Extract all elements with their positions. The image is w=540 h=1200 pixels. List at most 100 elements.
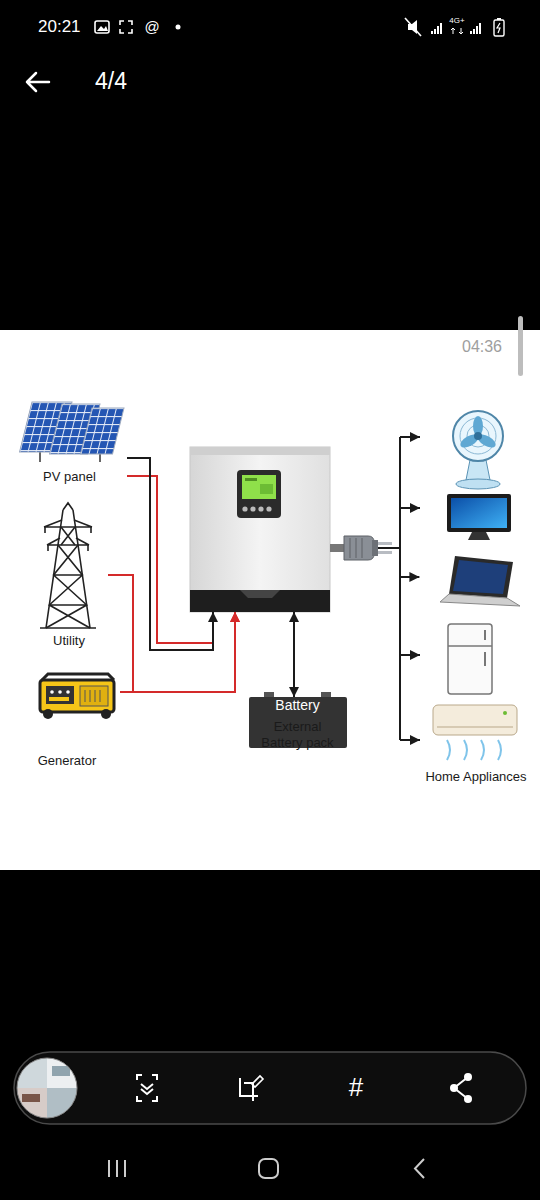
generator-art (46, 686, 74, 704)
inverter-art (260, 484, 273, 494)
bottom-toolbar (17, 1058, 77, 1118)
laptop-icon (440, 594, 520, 606)
appliance-bus (399, 437, 401, 740)
tv-icon (447, 494, 511, 540)
power-tower (44, 520, 92, 545)
fridge-icon (448, 624, 492, 694)
generator-art (58, 690, 62, 694)
battery-box: BatteryExternal Battery pack (249, 697, 347, 748)
status-bar-icons (95, 18, 504, 36)
power-tower (40, 503, 96, 628)
appliance-bus (400, 507, 420, 509)
power-tower (40, 627, 96, 629)
back-arrow (27, 73, 49, 91)
status-time: 20:21 (38, 18, 81, 37)
air-conditioner-icon (437, 727, 513, 728)
air-conditioner-icon (447, 740, 501, 760)
solar-panels (20, 402, 124, 462)
inverter-art (242, 475, 276, 499)
inverter-art (190, 590, 330, 612)
scrollbar (518, 316, 523, 376)
fridge-icon (484, 630, 486, 640)
bottom-toolbar (137, 1075, 157, 1101)
power-tower (45, 527, 91, 551)
navigation-bar (259, 1159, 278, 1178)
bottom-toolbar (52, 1066, 70, 1076)
power-plug (372, 540, 378, 556)
appliance-bus (400, 437, 420, 740)
node-label: Home Appliances (425, 769, 526, 786)
fan-icon (466, 460, 490, 480)
utility-grid: Utility (30, 505, 108, 650)
power-plug (350, 538, 362, 558)
inverter-art (190, 447, 330, 612)
generator-art (80, 686, 108, 706)
inverter-art (237, 470, 281, 518)
notification-icon: @ (144, 19, 159, 36)
tag-button: # (349, 1073, 363, 1102)
fan-icon (474, 432, 482, 440)
node-label: Utility (53, 633, 85, 650)
generator-art (85, 690, 100, 702)
laptop-icon (453, 560, 508, 594)
bottom-toolbar (22, 1094, 40, 1102)
power-plug (378, 542, 392, 545)
fan-icon (453, 411, 503, 461)
status-bar-icons (120, 21, 132, 33)
inverter-art (245, 478, 257, 481)
laptop-icon (440, 556, 520, 606)
inverter-art (190, 447, 330, 612)
bottom-toolbar (14, 1052, 526, 1124)
generator-art (40, 680, 114, 712)
inverter-art (190, 447, 330, 455)
navigation-bar (109, 1159, 424, 1178)
bottom-toolbar (16, 1058, 78, 1119)
status-bar-icons (176, 25, 181, 30)
appliance-bus (400, 739, 420, 741)
appliance-bus (400, 654, 420, 656)
network-type: 4G+ (449, 17, 464, 26)
status-bar-icons (437, 26, 439, 34)
status-bar-icons (451, 28, 463, 34)
status-bar-icons (494, 20, 504, 36)
node-label: PV panel (43, 469, 96, 486)
navigation-bar (415, 1159, 424, 1178)
power-connector (108, 575, 235, 692)
status-bar-icons (479, 23, 481, 34)
caption-label: External Battery pack (255, 719, 341, 752)
generator-art (66, 690, 70, 694)
status-bar-icons (95, 21, 109, 33)
tv-icon (447, 494, 511, 532)
generator-art (40, 674, 114, 719)
inverter-art (258, 506, 263, 511)
inverter-art (240, 590, 280, 598)
navigation-bar (109, 1160, 125, 1177)
generator-art (101, 709, 111, 719)
pv-wire (127, 476, 213, 643)
fan-icon (453, 411, 503, 489)
air-conditioner-icon (433, 705, 517, 735)
image-panel (0, 330, 540, 870)
status-bar-icons (470, 31, 472, 34)
power-connector (127, 458, 213, 650)
bottom-toolbar (454, 1077, 468, 1099)
status-bar-icons (431, 31, 433, 34)
power-plug (330, 544, 344, 552)
power-tower (46, 503, 90, 628)
inverter-art (266, 506, 271, 511)
home-appliances: Home Appliances (419, 408, 532, 786)
generator-art (43, 709, 53, 719)
video-duration: 04:36 (462, 338, 502, 356)
status-bar-icons (434, 29, 436, 34)
power-plug (344, 536, 374, 560)
fridge-icon (448, 645, 492, 647)
power-tower (61, 527, 75, 545)
status-bar-icons (405, 18, 421, 36)
tv-icon (451, 498, 507, 528)
bottom-toolbar (47, 1088, 78, 1119)
inverter-art (250, 506, 255, 511)
bottom-toolbar (141, 1084, 153, 1094)
